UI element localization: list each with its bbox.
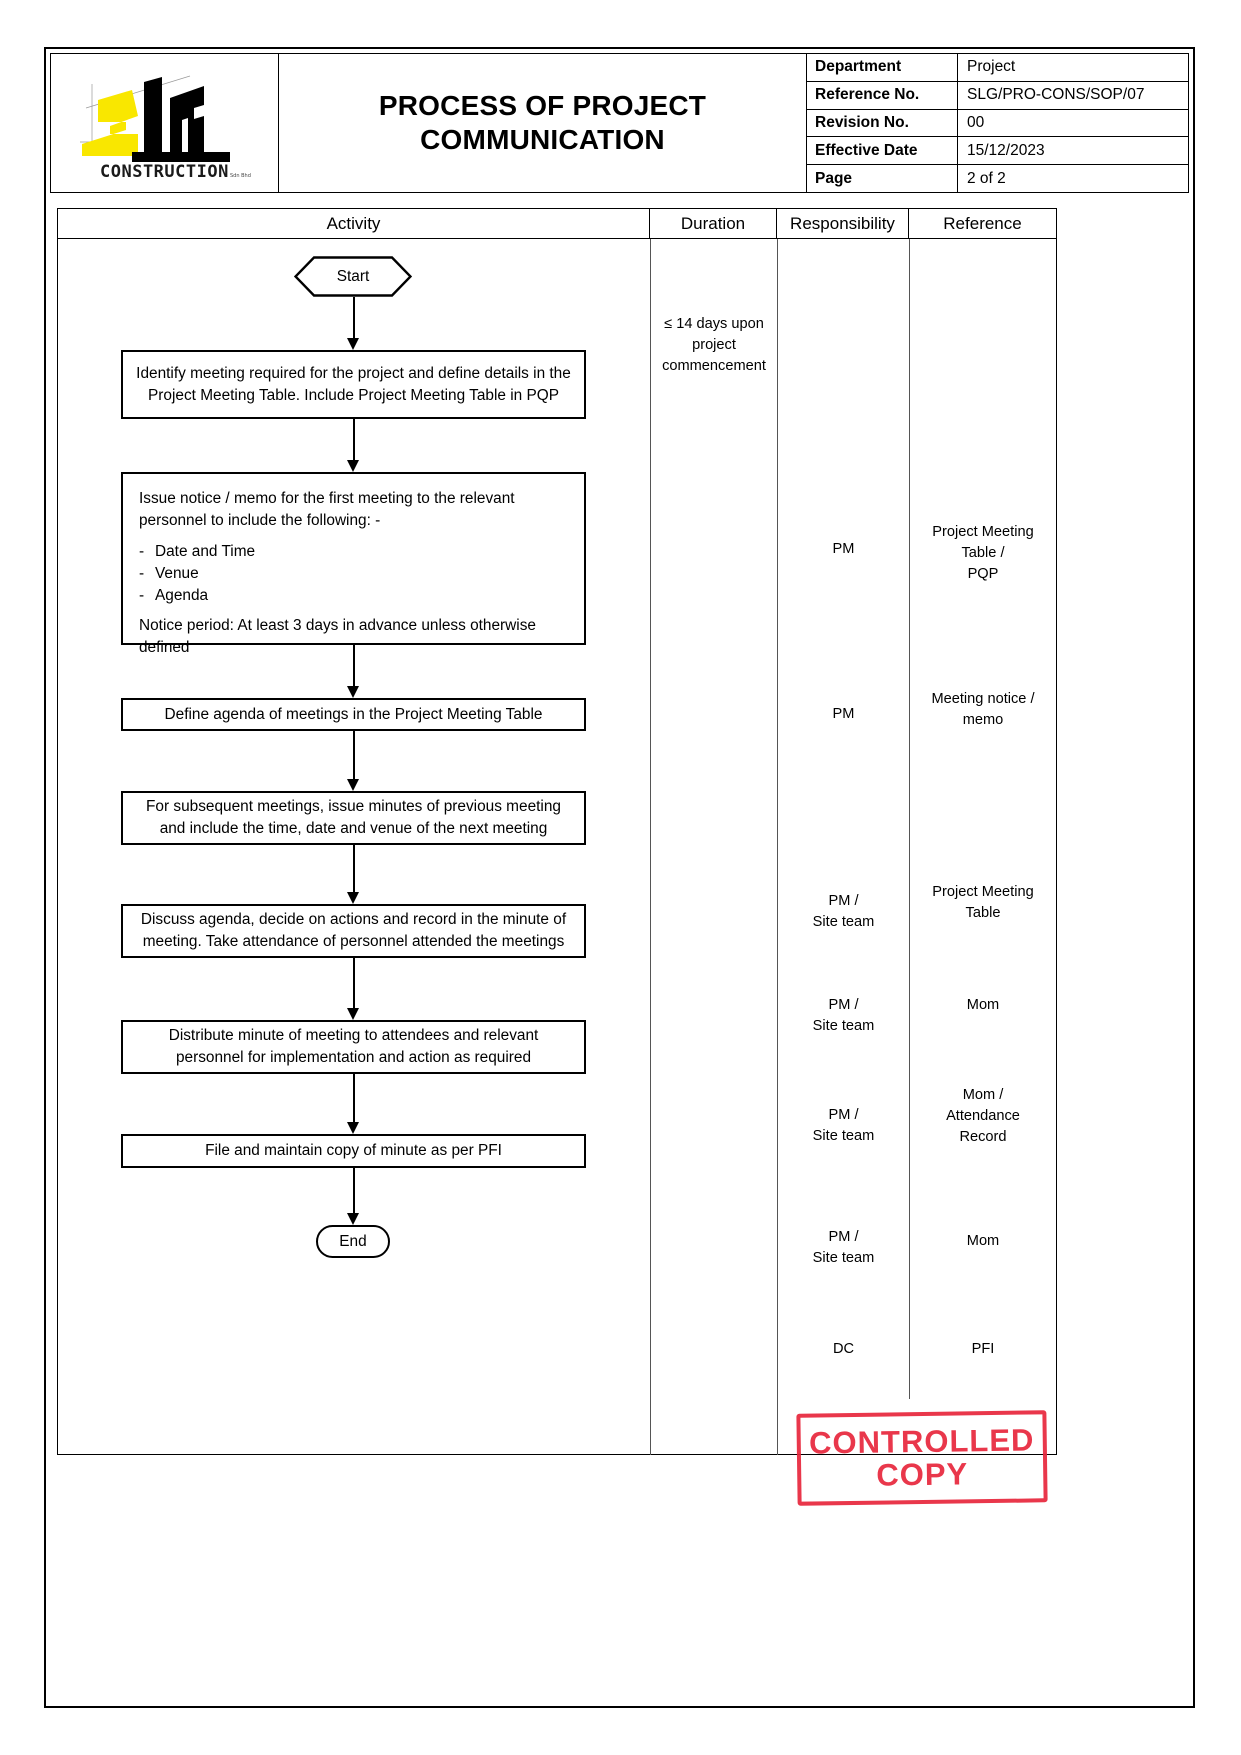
meta-key-page: Page — [807, 165, 958, 192]
flow-step-2-bullet-2: -Agenda — [139, 586, 209, 604]
connector-arrow-1 — [346, 297, 361, 350]
controlled-copy-stamp: CONTROLLED COPY — [796, 1410, 1048, 1506]
responsibility-cell-step-6: PM / Site team — [812, 1229, 875, 1267]
flow-step-7: File and maintain copy of minute as per … — [121, 1134, 586, 1168]
connector-arrow-2 — [346, 419, 361, 472]
column-divider-duration-responsibility — [777, 239, 778, 1455]
column-divider-activity-duration — [650, 239, 651, 1455]
flow-step-2-outro: Notice period: At least 3 days in advanc… — [139, 617, 536, 657]
meta-value-department: Project — [967, 58, 1016, 76]
flow-step-1-text: Identify meeting required for the projec… — [136, 364, 571, 404]
page-border — [44, 47, 1195, 1708]
flow-step-3-text: Define agenda of meetings in the Project… — [164, 705, 543, 723]
responsibility-cell-step-7: DC — [832, 1341, 855, 1357]
flow-step-2-bullet-0-text: Date and Time — [155, 542, 256, 560]
document-title-text: PROCESS OF PROJECT COMMUNICATION — [378, 89, 707, 155]
flow-step-2-bullet-list: -Date and Time -Venue -Agenda — [139, 541, 568, 607]
column-header-activity: Activity — [58, 209, 650, 238]
flow-step-7-text: File and maintain copy of minute as per … — [205, 1142, 502, 1160]
reference-cell-step-2: Meeting notice / memo — [931, 691, 1035, 729]
header-meta-table: Department Project Reference No. SLG/PRO… — [807, 54, 1188, 192]
meta-key-reference-no: Reference No. — [807, 81, 958, 109]
meta-row-reference-no: Reference No. SLG/PRO-CONS/SOP/07 — [807, 81, 1188, 110]
meta-key-revision-no: Revision No. — [807, 109, 958, 137]
meta-row-effective-date: Effective Date 15/12/2023 — [807, 137, 1188, 166]
flow-start-terminator: Start — [293, 256, 413, 297]
stamp-line-2: COPY — [876, 1456, 969, 1493]
meta-value-reference-no: SLG/PRO-CONS/SOP/07 — [967, 86, 1145, 104]
flowchart: Start Identify meeting required for the … — [58, 239, 650, 1455]
responsibility-cell-step-5: PM / Site team — [812, 1107, 875, 1145]
procedure-table: Activity Duration Responsibility Referen… — [57, 208, 1057, 1455]
flow-step-5: Discuss agenda, decide on actions and re… — [121, 904, 586, 958]
flow-step-4-text: For subsequent meetings, issue minutes o… — [146, 798, 561, 837]
responsibility-cell-step-1: PM — [832, 541, 855, 557]
table-header-row: Activity Duration Responsibility Referen… — [58, 209, 1056, 239]
connector-arrow-8 — [346, 1168, 361, 1225]
flow-step-1: Identify meeting required for the projec… — [121, 350, 586, 419]
column-header-duration: Duration — [650, 209, 777, 238]
meta-value-effective-date: 15/12/2023 — [967, 141, 1045, 159]
flow-step-2-intro: Issue notice / memo for the first meetin… — [139, 490, 515, 529]
responsibility-cell-step-3: PM / Site team — [812, 893, 875, 931]
duration-cell-step-1: ≤ 14 days upon project commencement — [662, 316, 766, 375]
flow-step-5-text: Discuss agenda, decide on actions and re… — [140, 911, 567, 950]
column-divider-responsibility-reference — [909, 239, 910, 1399]
connector-arrow-7 — [346, 1074, 361, 1134]
reference-cell-step-1: Project Meeting Table / PQP — [932, 524, 1034, 583]
flow-step-3: Define agenda of meetings in the Project… — [121, 698, 586, 731]
flow-step-2-bullet-2-text: Agenda — [155, 586, 209, 604]
reference-cell-step-3: Project Meeting Table — [932, 884, 1034, 922]
flow-end-terminator: End — [316, 1225, 390, 1258]
flow-step-6: Distribute minute of meeting to attendee… — [121, 1020, 586, 1074]
reference-cell-step-7: PFI — [971, 1341, 995, 1357]
reference-cell-step-6: Mom — [966, 1233, 1000, 1249]
column-header-reference: Reference — [943, 213, 1022, 233]
connector-arrow-5 — [346, 845, 361, 904]
meta-key-department: Department — [807, 54, 958, 81]
meta-row-page: Page 2 of 2 — [807, 165, 1188, 192]
responsibility-cell-step-4: PM / Site team — [812, 997, 875, 1035]
svg-text:Sdn Bhd: Sdn Bhd — [230, 173, 251, 179]
connector-arrow-3 — [346, 645, 361, 698]
column-header-responsibility: Responsibility — [777, 209, 909, 238]
flow-step-2-bullet-1-text: Venue — [155, 564, 199, 582]
flow-step-6-text: Distribute minute of meeting to attendee… — [168, 1027, 539, 1066]
flow-end-label: End — [339, 1232, 367, 1250]
reference-cell-step-4: Mom — [966, 997, 1000, 1013]
flow-step-4: For subsequent meetings, issue minutes o… — [121, 791, 586, 845]
svg-text:CONSTRUCTION: CONSTRUCTION — [100, 162, 229, 182]
flow-step-2-bullet-0: -Date and Time — [139, 542, 256, 560]
hexagon-shape-icon — [293, 256, 413, 297]
responsibility-cell-step-2: PM — [832, 706, 855, 722]
stamp-line-1: CONTROLLED — [808, 1422, 1035, 1461]
flow-step-2: Issue notice / memo for the first meetin… — [121, 472, 586, 656]
company-logo: CONSTRUCTION Sdn Bhd — [51, 54, 279, 192]
meta-key-effective-date: Effective Date — [807, 137, 958, 165]
connector-arrow-4 — [346, 731, 361, 791]
meta-row-revision-no: Revision No. 00 — [807, 109, 1188, 138]
flow-step-2-bullet-1: -Venue — [139, 564, 199, 582]
connector-arrow-6 — [346, 958, 361, 1020]
reference-cell-step-5: Mom / Attendance Record — [946, 1087, 1020, 1146]
document-title: PROCESS OF PROJECT COMMUNICATION — [279, 54, 807, 192]
document-header: CONSTRUCTION Sdn Bhd PROCESS OF PROJECT … — [50, 53, 1189, 193]
meta-value-page: 2 of 2 — [967, 169, 1006, 187]
slg-construction-logo-icon: CONSTRUCTION Sdn Bhd — [79, 75, 251, 182]
flow-start-label: Start — [336, 267, 370, 285]
meta-value-revision-no: 00 — [967, 113, 985, 131]
meta-row-department: Department Project — [807, 54, 1188, 82]
